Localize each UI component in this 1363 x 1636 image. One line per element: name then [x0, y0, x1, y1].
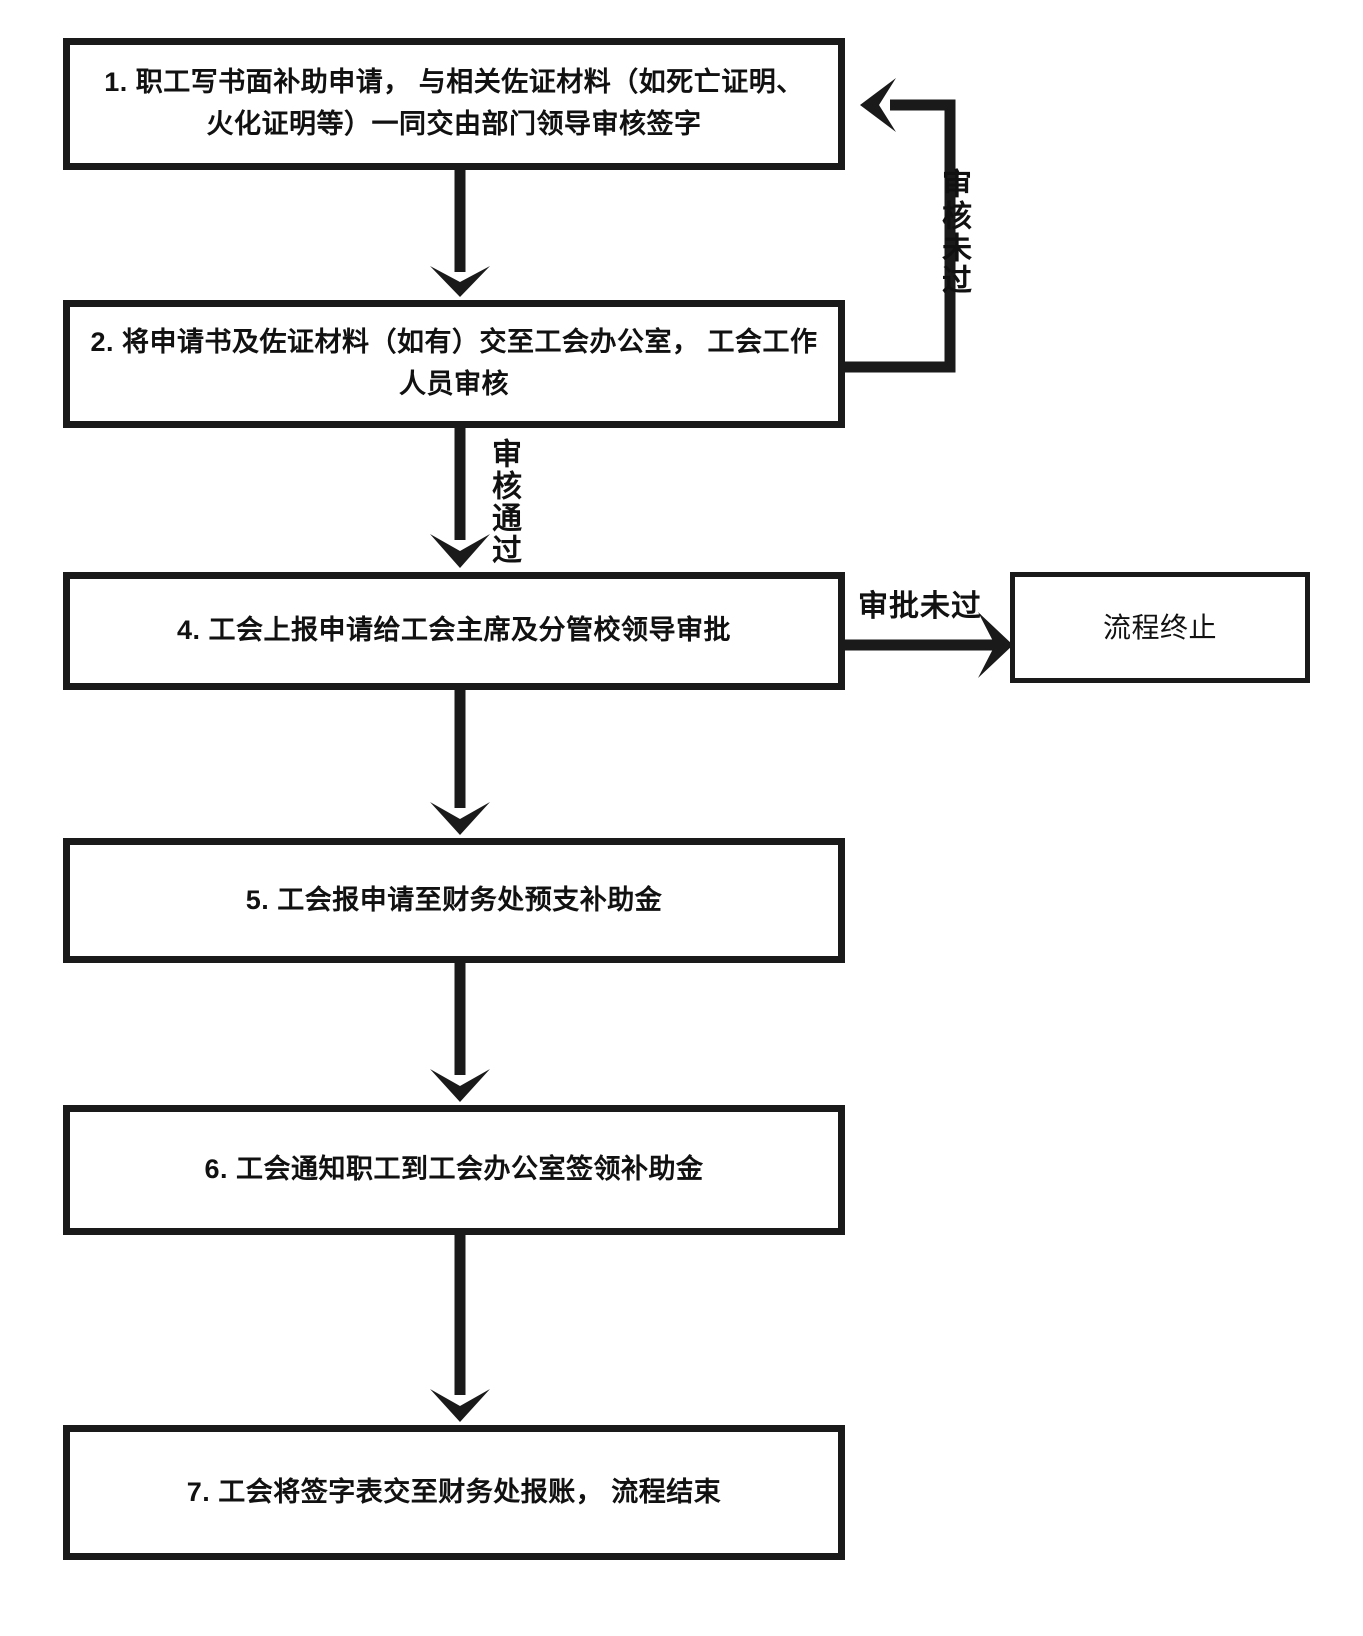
process-node-step4[interactable]: 4. 工会上报申请给工会主席及分管校领导审批 — [63, 572, 845, 690]
connector-step5-step6 — [430, 963, 490, 1102]
process-node-step4-label: 4. 工会上报申请给工会主席及分管校领导审批 — [176, 615, 732, 646]
edge-label-review-passed: 审核通过 — [487, 438, 520, 566]
connector-step4-step5 — [430, 690, 490, 835]
process-node-step1[interactable]: 1. 职工写书面补助申请， 与相关佐证材料（如死亡证明、 火化证明等）一同交由部… — [63, 38, 845, 170]
process-node-step5-label: 5. 工会报申请至财务处预支补助金 — [245, 884, 663, 915]
connector-step1-step2 — [430, 170, 490, 297]
process-node-step7[interactable]: 7. 工会将签字表交至财务处报账， 流程结束 — [63, 1425, 845, 1560]
connector-step6-step7 — [430, 1235, 490, 1422]
terminal-node-label: 流程终止 — [1102, 611, 1217, 643]
process-node-step5[interactable]: 5. 工会报申请至财务处预支补助金 — [63, 838, 845, 963]
process-node-step2-label: 2. 将申请书及佐证材料（如有）交至工会办公室， 工会工作 人员审核 — [90, 327, 818, 399]
process-node-step2[interactable]: 2. 将申请书及佐证材料（如有）交至工会办公室， 工会工作 人员审核 — [63, 300, 845, 428]
edge-label-review-failed: 审核未过 — [937, 168, 970, 296]
connector-step4-terminal — [845, 612, 1013, 678]
terminal-node[interactable]: 流程终止 — [1010, 572, 1310, 683]
process-node-step7-label: 7. 工会将签字表交至财务处报账， 流程结束 — [186, 1476, 722, 1507]
process-node-step1-label: 1. 职工写书面补助申请， 与相关佐证材料（如死亡证明、 火化证明等）一同交由部… — [104, 67, 804, 139]
connector-step2-step4 — [430, 428, 490, 568]
process-node-step6-label: 6. 工会通知职工到工会办公室签领补助金 — [204, 1154, 704, 1185]
process-node-step6[interactable]: 6. 工会通知职工到工会办公室签领补助金 — [63, 1105, 845, 1235]
edge-label-approval-failed: 审批未过 — [858, 590, 982, 623]
connector-step2-step1-feedback — [845, 78, 956, 373]
